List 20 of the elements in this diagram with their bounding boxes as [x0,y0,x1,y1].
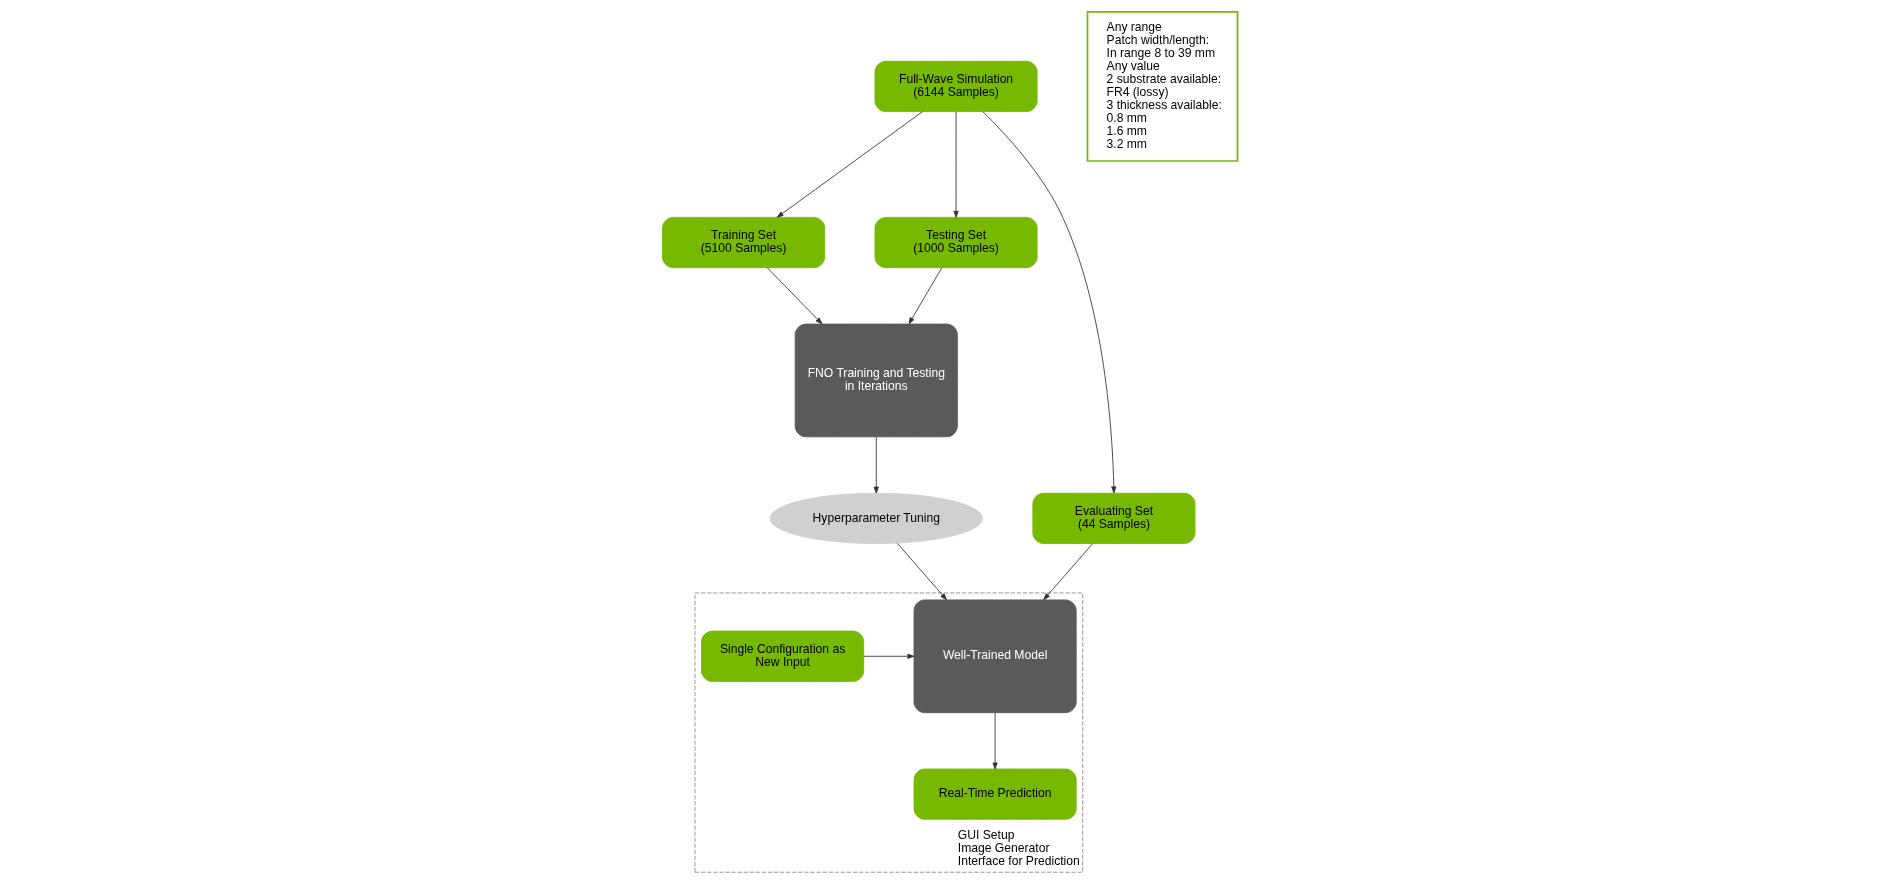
node-box: Full-Wave Simulation (6144 Samples) [874,60,1038,112]
node-ellipse: Hyperparameter Tuning [769,492,983,544]
node-box: Single Configuration as New Input [701,630,865,682]
arrow [1043,543,1094,601]
arrow [873,436,879,494]
arrow [863,653,915,659]
node-box: Well-Trained Model [913,599,1077,714]
arrow [896,542,947,601]
node-box: Real-Time Prediction [913,768,1077,820]
node-box: Any range Patch width/length: In range 8 to 39 mm Any value 2 substrate available: FR4 (lossy) 3 thickness available: 0.8 mm 1.6 mm 3.2 mm [1086,10,1239,162]
node-box: FNO Training and Testing in Iterations [794,323,958,438]
arrow [992,712,998,770]
arrow [908,267,943,325]
arrow [953,111,959,218]
arrow [766,267,823,325]
node-box: Testing Set (1000 Samples) [874,216,1038,269]
node-box: Training Set (5100 Samples) [662,216,826,269]
node-box: Evaluating Set (44 Samples) [1032,492,1196,544]
arrow [982,111,1117,494]
arrow [776,111,924,218]
